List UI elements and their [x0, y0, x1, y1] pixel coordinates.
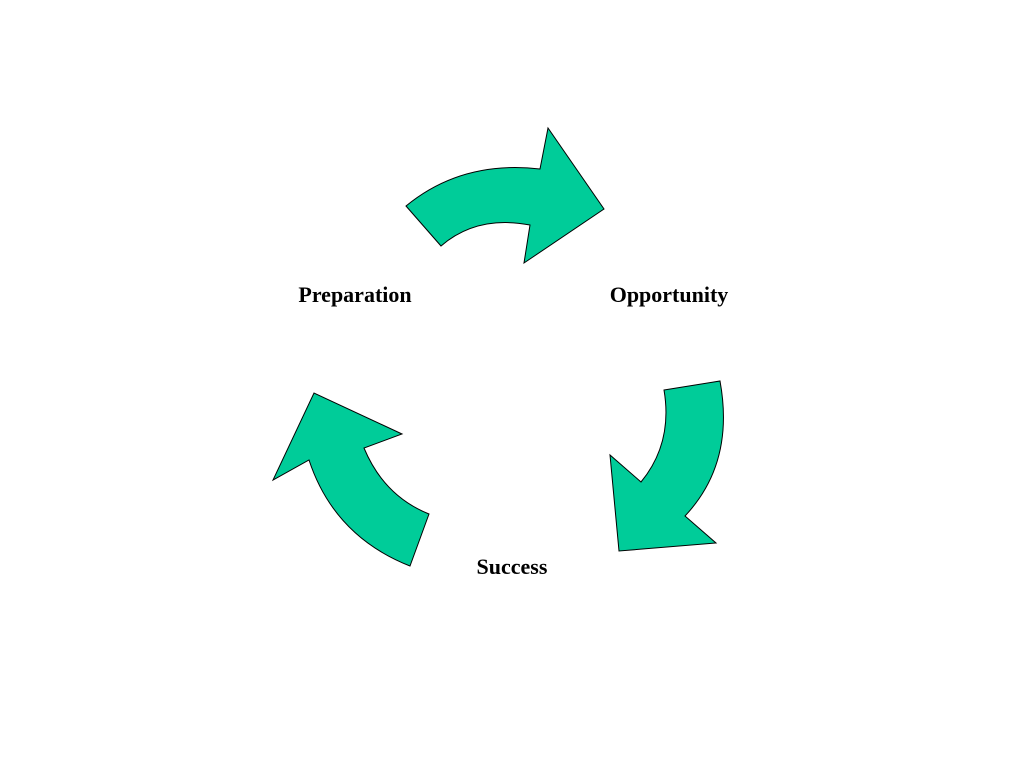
stage-label-opportunity: Opportunity [610, 282, 729, 307]
stage-label-success: Success [477, 554, 548, 579]
arrow-opportunity-to-success [609, 380, 724, 552]
arrow-success-to-preparation [271, 392, 430, 567]
stage-label-preparation: Preparation [298, 282, 411, 307]
arrow-preparation-to-opportunity [405, 126, 605, 265]
